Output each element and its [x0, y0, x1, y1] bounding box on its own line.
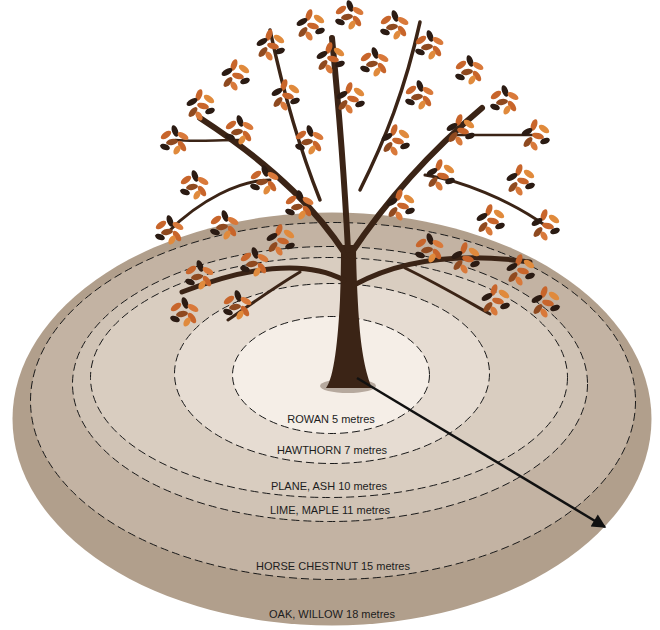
leaf-cluster	[385, 188, 415, 221]
leaf-cluster	[315, 41, 345, 74]
leaf-cluster	[379, 9, 409, 40]
leaf-cluster	[450, 241, 480, 274]
leaf-cluster	[169, 296, 199, 327]
leaf-cluster	[480, 283, 510, 316]
branch	[455, 134, 535, 137]
leaf-cluster	[334, 0, 364, 31]
radius-arrow	[357, 378, 605, 527]
leaf-cluster	[255, 28, 285, 61]
leaf-cluster	[284, 189, 314, 220]
leaf-cluster	[185, 88, 215, 121]
tree-trunk	[326, 245, 372, 388]
leaf-cluster	[414, 29, 444, 60]
leaf-cluster	[239, 246, 269, 277]
leaf-cluster	[489, 84, 519, 115]
leaf-cluster	[445, 113, 475, 146]
leaf-cluster	[505, 163, 535, 196]
band-outline	[91, 258, 568, 498]
branch	[175, 139, 240, 142]
leaf-cluster	[530, 208, 560, 241]
distance-label: OAK, WILLOW 18 metres	[269, 608, 395, 621]
leaf-cluster	[335, 81, 365, 114]
branch	[168, 180, 270, 232]
leaf-cluster	[454, 54, 484, 85]
branch	[405, 268, 490, 314]
trunk-shadow	[320, 379, 376, 393]
band-outline	[31, 223, 636, 580]
branch	[425, 175, 546, 226]
leaf-cluster	[159, 124, 189, 155]
distance-band: OAK, WILLOW 18 metres HORSE CHESTNUT 15 m…	[12, 212, 652, 626]
distance-band: PLANE, ASH 10 metres HAWTHORN 7 metres ROW…	[90, 257, 568, 498]
distance-band: HORSE CHESTNUT 15 metres LIME, MAPLE 11 m…	[30, 222, 636, 580]
branch	[360, 22, 420, 190]
distance-band: HAWTHORN 7 metres ROWAN 5 metres	[174, 283, 490, 464]
leaf-cluster	[414, 232, 444, 263]
distance-band: LIME, MAPLE 11 metres PLANE, ASH 10 metre…	[72, 246, 588, 522]
branch	[228, 272, 300, 320]
distance-label: LIME, MAPLE 11 metres	[270, 504, 390, 517]
band-outline	[233, 317, 430, 434]
tree-branches	[168, 22, 546, 320]
leaf-cluster	[220, 58, 250, 91]
leaf-cluster	[209, 209, 239, 240]
band-outline	[175, 284, 490, 464]
leaf-cluster	[404, 79, 434, 110]
distance-label: HORSE CHESTNUT 15 metres	[256, 560, 410, 573]
distance-label: PLANE, ASH 10 metres	[271, 480, 387, 493]
leaf-cluster	[270, 78, 300, 111]
distance-label: ROWAN 5 metres	[287, 413, 375, 426]
band-outline	[13, 213, 652, 626]
leaf-cluster	[425, 158, 455, 191]
leaf-cluster	[295, 8, 325, 41]
leaf-cluster	[224, 114, 254, 145]
leaf-cluster	[249, 164, 279, 195]
leaf-cluster	[475, 203, 505, 236]
band-outline	[73, 247, 588, 522]
branch	[332, 38, 348, 250]
branch	[350, 108, 482, 255]
branch	[354, 258, 530, 285]
branch	[200, 118, 346, 255]
leaf-cluster	[530, 285, 560, 318]
leaf-cluster	[294, 124, 324, 155]
distance-band: ROWAN 5 metres	[232, 316, 430, 434]
leaf-cluster	[359, 46, 389, 77]
leaf-cluster	[380, 123, 410, 156]
branch	[270, 30, 320, 200]
leaf-cluster	[154, 214, 184, 245]
leaf-cluster	[179, 169, 209, 200]
tree-foliage	[154, 0, 560, 328]
branch	[182, 268, 344, 292]
leaf-cluster	[222, 289, 252, 320]
leaf-cluster	[505, 253, 535, 286]
leaf-cluster	[184, 259, 214, 290]
leaf-cluster	[520, 118, 550, 151]
leaf-cluster	[265, 223, 295, 256]
distance-label: HAWTHORN 7 metres	[277, 444, 387, 457]
